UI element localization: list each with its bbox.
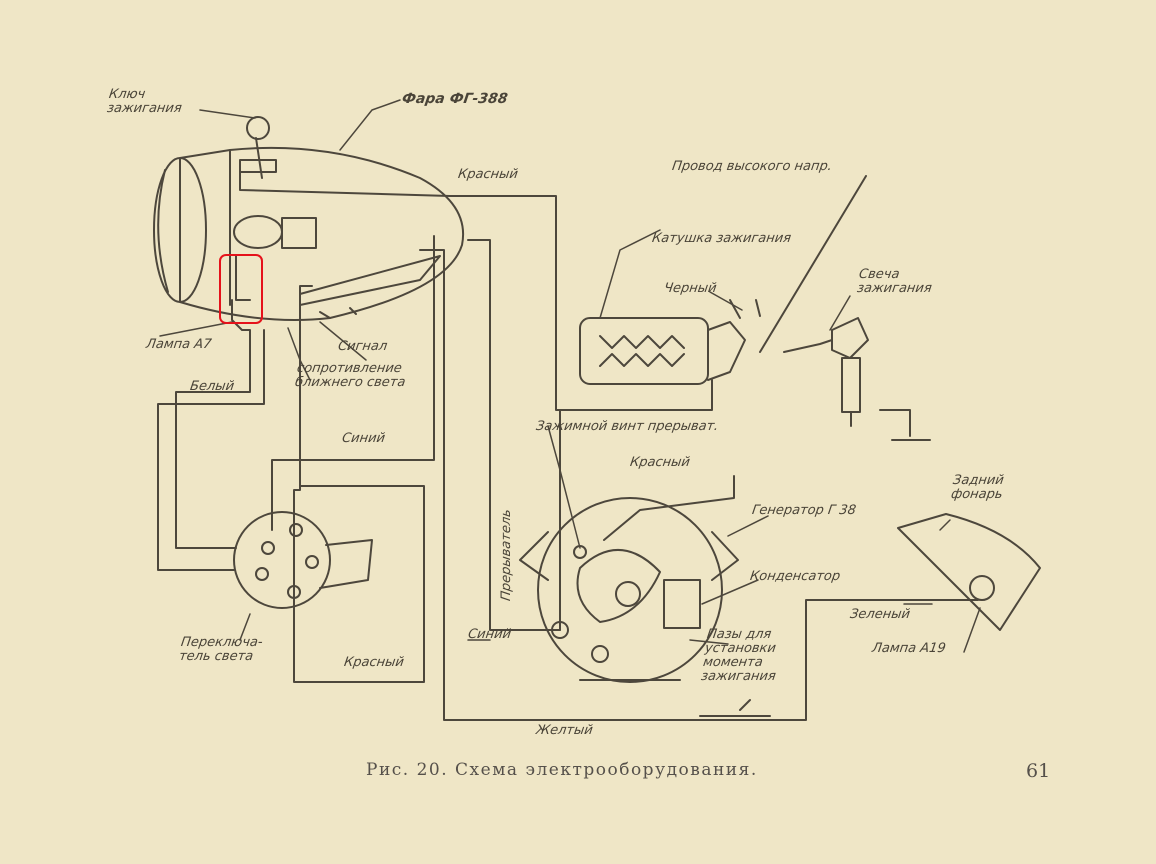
generator-label: Генератор Г 38 [751, 503, 857, 518]
headlamp-label: Фара ФГ-388 [400, 91, 509, 107]
ignition-coil-label: Катушка зажигания [651, 231, 793, 246]
light-switch-label: Переключа- тель света [178, 635, 264, 664]
wires [157, 175, 979, 721]
lamp-a7-label: Лампа А7 [145, 337, 213, 352]
highlight-box [219, 254, 263, 324]
blue-wire-low-label: Синий [467, 627, 513, 642]
capacitor-label: Конденсатор [749, 569, 842, 584]
leader-lines [159, 99, 981, 653]
timing-slots-label: Пазы для установки момента зажигания [700, 627, 777, 684]
headlamp [153, 146, 465, 321]
spark-plug-label: Свеча зажигания [856, 267, 933, 296]
hv-wire-label: Провод высокого напр. [671, 159, 833, 174]
horn-label: Сигнал [337, 339, 389, 354]
ignition-key [239, 116, 451, 197]
breaker-label: Прерыватель [499, 508, 514, 602]
light-switch [233, 511, 373, 609]
spark-plug [831, 317, 931, 441]
tail-lamp [897, 513, 1041, 631]
resistor-label: сопротивление ближнего света [294, 361, 407, 390]
figure-caption: Рис. 20. Схема электрооборудования. [366, 760, 758, 780]
blue-wire-mid-label: Синий [341, 431, 387, 446]
generator [519, 497, 739, 683]
ignition-coil [579, 317, 746, 385]
page-number: 61 [1026, 760, 1051, 782]
white-wire-label: Белый [189, 379, 236, 394]
red-wire-low-label: Красный [343, 655, 405, 670]
yellow-wire-label: Желтый [535, 723, 594, 738]
lamp-a7 [233, 215, 317, 301]
red-wire-top-label: Красный [457, 167, 519, 182]
tail-lamp-label: Задний фонарь [950, 473, 1005, 502]
breaker-screw-label: Зажимной винт прерыват. [535, 419, 720, 434]
black-wire-label: Черный [663, 281, 718, 296]
ignition-key-label: Ключ зажигания [106, 87, 183, 116]
green-wire-label: Зеленый [849, 607, 911, 622]
red-wire-mid-label: Красный [629, 455, 691, 470]
lamp-a19-label: Лампа А19 [871, 641, 947, 656]
